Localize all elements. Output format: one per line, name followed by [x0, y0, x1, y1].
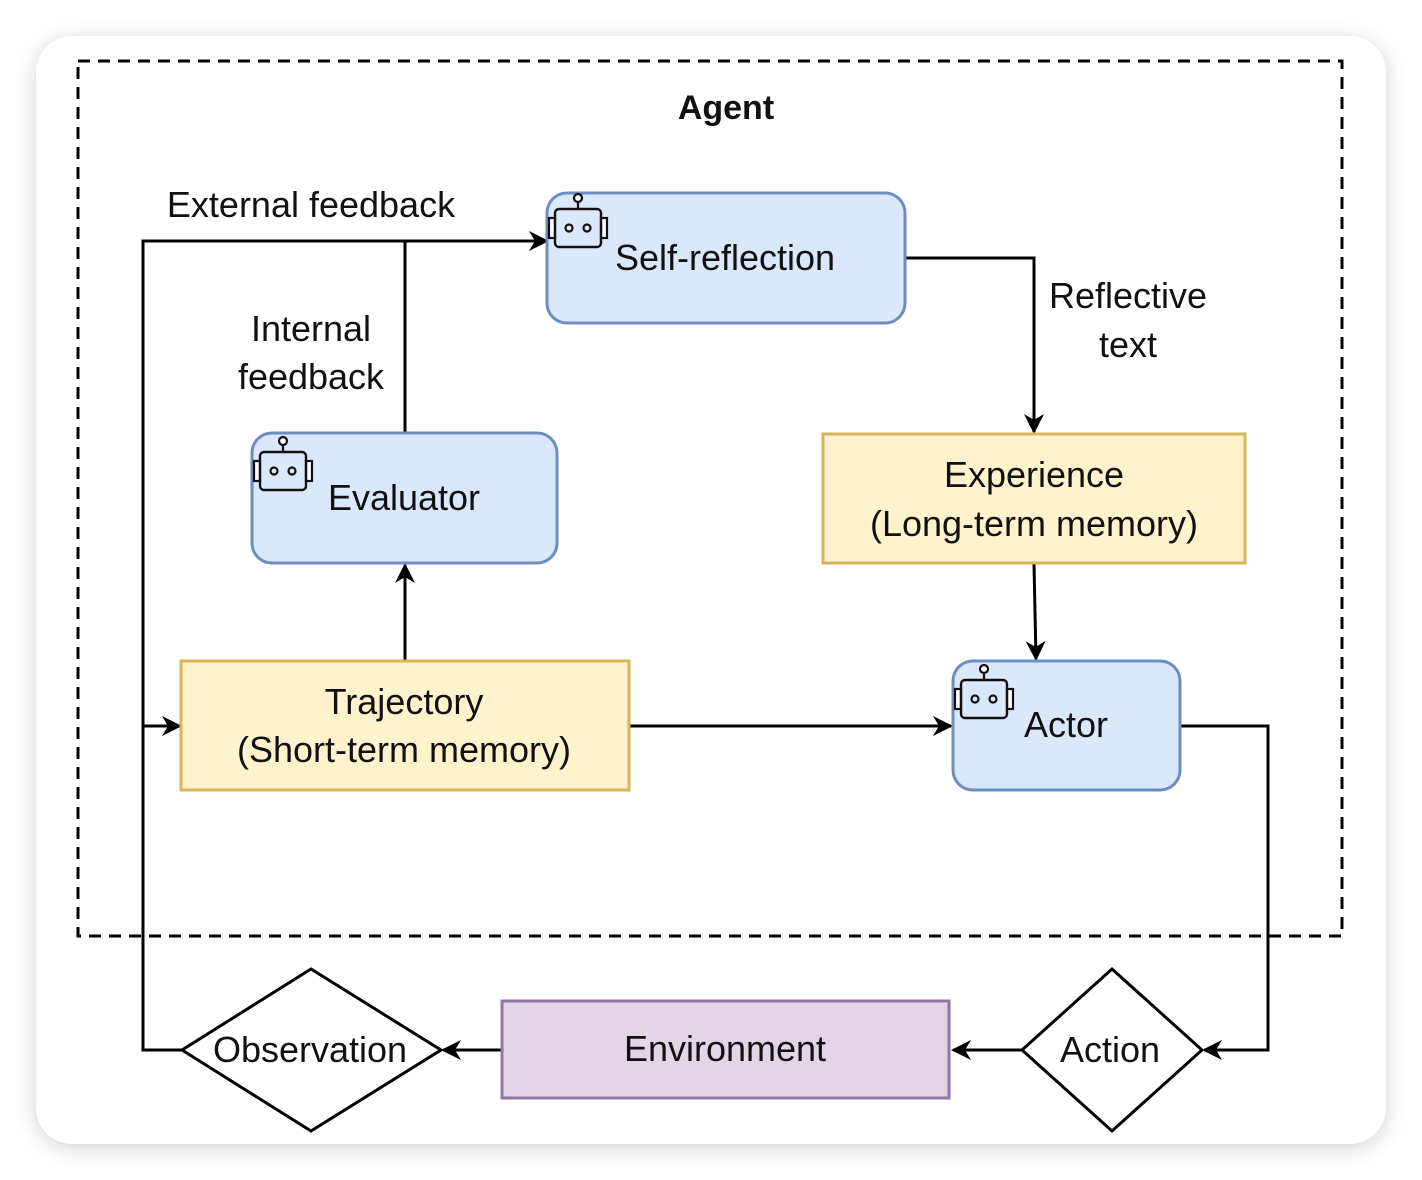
node-self-reflection-label: Self-reflection — [615, 237, 835, 278]
node-trajectory-line2: (Short-term memory) — [237, 729, 571, 770]
node-environment-label: Environment — [624, 1028, 826, 1069]
node-actor-label: Actor — [1024, 704, 1108, 745]
node-self-reflection[interactable]: Self-reflection — [545, 191, 907, 325]
node-evaluator[interactable]: Evaluator — [250, 431, 559, 565]
node-observation[interactable]: Observation — [179, 967, 444, 1133]
edge-actor-to-action — [1181, 724, 1270, 1060]
edge-reflective-text — [905, 256, 1044, 434]
node-trajectory-line1: Trajectory — [325, 681, 484, 722]
node-trajectory[interactable]: Trajectory (Short-term memory) — [179, 659, 631, 792]
node-evaluator-label: Evaluator — [328, 477, 480, 518]
label-reflective-text-line2: text — [1099, 324, 1157, 365]
agent-group-title: Agent — [678, 89, 774, 127]
agent-group-border — [76, 59, 1344, 938]
label-internal-feedback-line2: feedback — [238, 356, 385, 397]
label-internal-feedback-line1: Internal — [251, 308, 371, 349]
edge-external-feedback — [141, 231, 549, 1052]
node-action-label: Action — [1060, 1029, 1160, 1070]
node-experience-line1: Experience — [944, 454, 1124, 495]
node-experience-line2: (Long-term memory) — [870, 503, 1198, 544]
node-experience[interactable]: Experience (Long-term memory) — [821, 432, 1247, 565]
node-actor[interactable]: Actor — [951, 659, 1182, 792]
node-observation-label: Observation — [213, 1029, 407, 1070]
node-environment[interactable]: Environment — [500, 999, 951, 1100]
node-action[interactable]: Action — [1019, 966, 1205, 1134]
label-external-feedback: External feedback — [167, 184, 456, 225]
label-reflective-text-line1: Reflective — [1049, 275, 1207, 316]
edge-experience-to-actor — [1025, 563, 1046, 661]
